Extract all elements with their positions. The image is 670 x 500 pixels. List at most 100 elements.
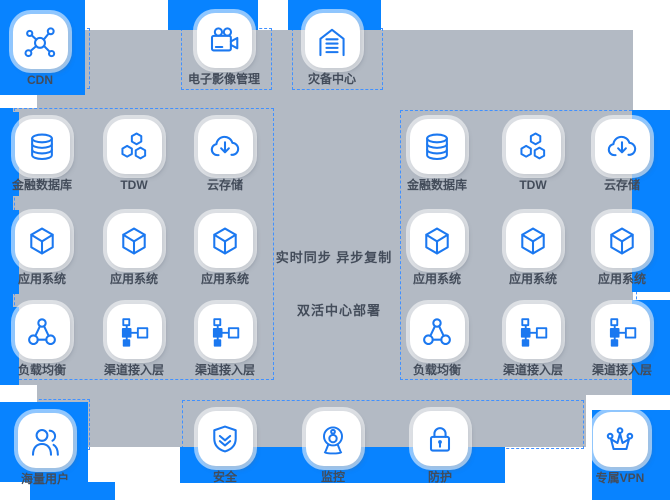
node-label: 应用系统 — [412, 272, 461, 286]
node-label: 渠道接入层 — [194, 363, 255, 377]
hexagons-icon — [116, 129, 152, 165]
node-label: CDN — [27, 73, 53, 87]
icon-tile — [409, 213, 465, 268]
icon-tile — [14, 213, 70, 268]
node-label: 负载均衡 — [412, 363, 461, 377]
node-label: 灾备中心 — [307, 72, 356, 86]
node-cloud-storage: 云存储 — [574, 119, 670, 192]
node-label: 监控 — [320, 470, 345, 484]
node-users: 海量用户 — [0, 413, 93, 486]
node-label: 渠道接入层 — [502, 363, 563, 377]
icon-tile — [197, 411, 253, 466]
icon-tile — [409, 304, 465, 359]
node-monitoring: 监控 — [285, 411, 381, 484]
sync-annotation: 实时同步 异步复制 — [275, 250, 393, 265]
node-label: 应用系统 — [597, 272, 646, 286]
node-label: 海量用户 — [20, 472, 69, 486]
icon-tile — [14, 304, 70, 359]
node-findb: 金融数据库 — [0, 119, 90, 192]
architecture-annotation: 双活中心部署 — [296, 303, 381, 318]
node-label: TDW — [519, 178, 547, 192]
icon-tile — [106, 213, 162, 268]
movie-camera-icon — [206, 23, 242, 59]
channel-tree-icon — [116, 314, 152, 350]
channel-tree-icon — [515, 314, 551, 350]
node-tdw: TDW — [86, 119, 182, 192]
cloud-download-icon — [207, 129, 243, 165]
icon-tile — [505, 304, 561, 359]
crown-icon — [602, 422, 638, 458]
icon-tile — [594, 213, 650, 268]
database-icon — [419, 129, 455, 165]
icon-tile — [17, 413, 73, 468]
lock-icon — [422, 421, 458, 457]
highlight-block — [30, 482, 115, 500]
shield-check-icon — [207, 421, 243, 457]
node-label: 应用系统 — [17, 272, 66, 286]
node-app-system: 应用系统 — [485, 213, 581, 286]
icon-tile — [412, 411, 468, 466]
node-channel-access: 渠道接入层 — [177, 304, 273, 377]
node-label: 应用系统 — [200, 272, 249, 286]
webcam-icon — [315, 421, 351, 457]
node-app-system: 应用系统 — [177, 213, 273, 286]
node-label: 应用系统 — [109, 272, 158, 286]
node-label: 负载均衡 — [17, 363, 66, 377]
node-load-balance: 负载均衡 — [389, 304, 485, 377]
node-cloud-storage: 云存储 — [177, 119, 273, 192]
icon-tile — [505, 213, 561, 268]
icon-tile — [409, 119, 465, 174]
node-label: 安全 — [212, 470, 237, 484]
users-icon — [27, 423, 63, 459]
cube-icon — [24, 223, 60, 259]
icon-tile — [505, 119, 561, 174]
icon-tile — [304, 13, 360, 68]
node-label: 电子影像管理 — [187, 72, 260, 86]
hexagons-icon — [515, 129, 551, 165]
node-label: 防护 — [427, 470, 452, 484]
load-balance-icon — [24, 314, 60, 350]
node-disaster-center: 灾备中心 — [284, 13, 380, 86]
node-cdn: CDN — [0, 14, 88, 87]
icon-tile — [197, 213, 253, 268]
icon-tile — [594, 119, 650, 174]
white-gap — [0, 385, 37, 402]
cloud-download-icon — [604, 129, 640, 165]
node-label: 云存储 — [603, 178, 640, 192]
icon-tile — [197, 304, 253, 359]
disaster-recovery-house-icon — [314, 23, 350, 59]
icon-tile — [197, 119, 253, 174]
icon-tile — [106, 304, 162, 359]
node-protection: 防护 — [392, 411, 488, 484]
node-channel-access: 渠道接入层 — [86, 304, 182, 377]
channel-tree-icon — [207, 314, 243, 350]
node-label: 金融数据库 — [406, 178, 467, 192]
node-app-system: 应用系统 — [86, 213, 182, 286]
cube-icon — [515, 223, 551, 259]
node-app-system: 应用系统 — [389, 213, 485, 286]
white-gap — [0, 95, 37, 108]
icon-tile — [12, 14, 68, 69]
node-channel-access: 渠道接入层 — [485, 304, 581, 377]
cube-icon — [604, 223, 640, 259]
node-label: 渠道接入层 — [103, 363, 164, 377]
cube-icon — [116, 223, 152, 259]
node-tdw: TDW — [485, 119, 581, 192]
node-security: 安全 — [177, 411, 273, 484]
node-findb: 金融数据库 — [389, 119, 485, 192]
node-label: TDW — [120, 178, 148, 192]
highlight-block — [0, 307, 19, 385]
icon-tile — [106, 119, 162, 174]
node-label: 渠道接入层 — [591, 363, 652, 377]
node-app-system: 应用系统 — [574, 213, 670, 286]
highlight-block — [0, 112, 19, 196]
node-imaging: 电子影像管理 — [176, 13, 272, 86]
node-label: 专属VPN — [595, 471, 645, 485]
highlight-block — [0, 210, 19, 294]
node-label: 云存储 — [206, 178, 243, 192]
cdn-network-icon — [22, 24, 58, 60]
node-channel-access: 渠道接入层 — [574, 304, 670, 377]
channel-tree-icon — [604, 314, 640, 350]
node-vpn: 专属VPN — [572, 412, 668, 485]
